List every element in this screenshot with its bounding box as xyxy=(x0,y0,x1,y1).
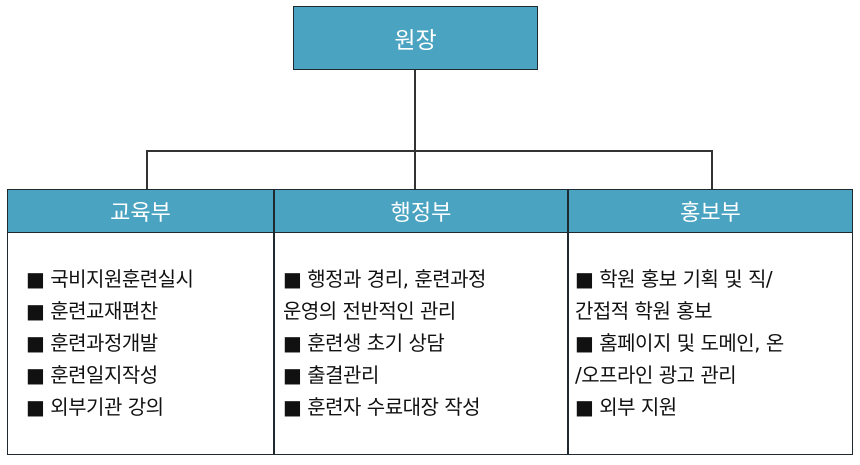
duty-item: ■ 외부기관 강의 xyxy=(26,395,164,419)
dept-header-promotion: 홍보부 xyxy=(568,189,853,233)
duty-list: ■ 행정과 경리, 훈련과정 운영의 전반적인 관리 ■ 훈련생 초기 상담 ■… xyxy=(283,263,567,423)
dept-body-administration: ■ 행정과 경리, 훈련과정 운영의 전반적인 관리 ■ 훈련생 초기 상담 ■… xyxy=(274,233,568,455)
duty-item: 간접적 학원 홍보 xyxy=(575,299,713,323)
duty-item: ■ 훈련과정개발 xyxy=(26,331,158,355)
dept-body-education: ■ 국비지원훈련실시 ■ 훈련교재편찬 ■ 훈련과정개발 ■ 훈련일지작성 ■ … xyxy=(7,233,274,455)
duty-item: ■ 외부 지원 xyxy=(575,395,677,419)
dept-header-administration: 행정부 xyxy=(274,189,568,233)
connector-down-left xyxy=(146,150,148,189)
duty-item: ■ 훈련자 수료대장 작성 xyxy=(283,395,481,419)
duty-item: ■ 행정과 경리, 훈련과정 xyxy=(283,267,486,291)
connector-root-down xyxy=(414,70,416,150)
connector-down-center xyxy=(414,150,416,189)
connector-down-right xyxy=(711,150,713,189)
duty-list: ■ 학원 홍보 기획 및 직/ 간접적 학원 홍보 ■ 홈페이지 및 도메인, … xyxy=(575,263,852,423)
dept-body-promotion: ■ 학원 홍보 기획 및 직/ 간접적 학원 홍보 ■ 홈페이지 및 도메인, … xyxy=(568,233,853,455)
duty-item: ■ 훈련생 초기 상담 xyxy=(283,331,445,355)
dept-header-label: 홍보부 xyxy=(680,201,741,226)
duty-list: ■ 국비지원훈련실시 ■ 훈련교재편찬 ■ 훈련과정개발 ■ 훈련일지작성 ■ … xyxy=(26,263,273,423)
root-node-label: 원장 xyxy=(394,28,437,54)
root-node-director: 원장 xyxy=(293,6,538,70)
duty-item: ■ 학원 홍보 기획 및 직/ xyxy=(575,267,773,291)
duty-item: ■ 홈페이지 및 도메인, 온 xyxy=(575,331,784,355)
duty-item: /오프라인 광고 관리 xyxy=(575,363,737,387)
duty-item: ■ 훈련교재편찬 xyxy=(26,299,158,323)
connector-horizontal xyxy=(146,150,712,152)
dept-header-label: 교육부 xyxy=(110,201,171,226)
duty-item: ■ 국비지원훈련실시 xyxy=(26,267,194,291)
duty-item: 운영의 전반적인 관리 xyxy=(283,299,456,323)
dept-header-education: 교육부 xyxy=(7,189,274,233)
duty-item: ■ 훈련일지작성 xyxy=(26,363,158,387)
duty-item: ■ 출결관리 xyxy=(283,363,379,387)
dept-header-label: 행정부 xyxy=(390,201,452,226)
